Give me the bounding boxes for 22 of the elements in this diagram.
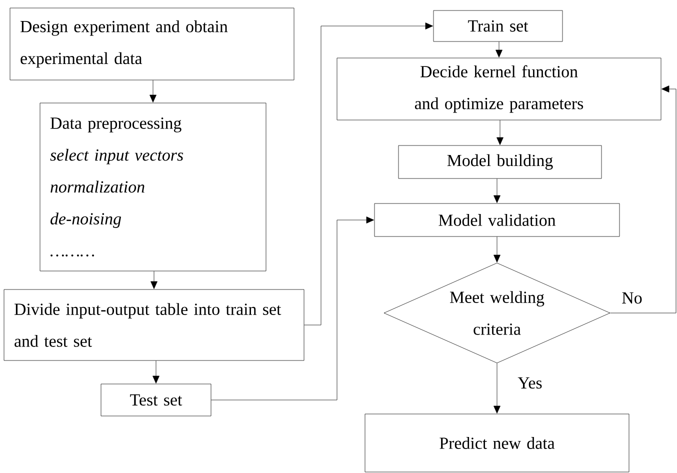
arrow xyxy=(494,363,500,414)
arrow xyxy=(211,216,374,400)
process-box: Design experiment and obtain experimental data xyxy=(10,8,294,80)
process-box: Divide input-output table into train set and test set xyxy=(4,289,304,361)
process-box: Data preprocessing select input vectors normalization de-noising ……… xyxy=(40,102,266,272)
arrow xyxy=(496,42,502,58)
edge-label: No xyxy=(620,291,644,305)
arrow xyxy=(150,271,158,289)
process-box: Model validation xyxy=(374,203,620,237)
arrow xyxy=(610,86,676,314)
arrow xyxy=(496,120,504,145)
arrow xyxy=(150,80,156,102)
process-box: Train set xyxy=(433,10,563,42)
arrow xyxy=(494,236,500,262)
process-box: Decide kernel function and optimize parameters xyxy=(336,58,662,120)
arrow xyxy=(304,22,433,326)
arrow xyxy=(152,360,160,384)
process-box: Test set xyxy=(100,384,212,416)
edge-label: Yes xyxy=(516,376,544,390)
process-box: Predict new data xyxy=(364,414,630,472)
arrow xyxy=(494,178,500,203)
process-box: Model building xyxy=(398,145,602,179)
